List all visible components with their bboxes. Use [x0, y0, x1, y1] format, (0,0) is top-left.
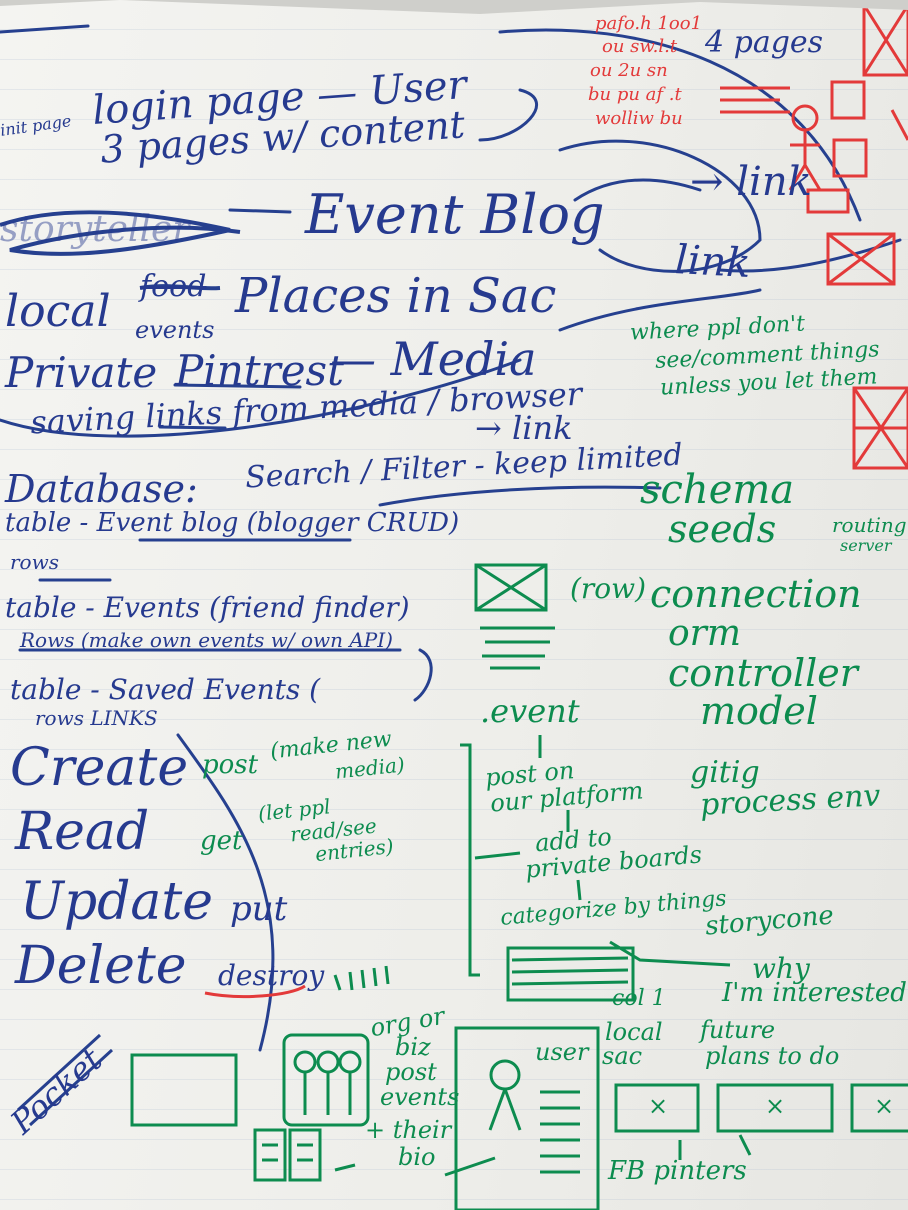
events-note-text: events [380, 1083, 460, 1111]
rows-text-1: rows [10, 550, 59, 574]
post-text: post [202, 750, 259, 780]
event-text: .event [480, 692, 580, 730]
storyteller-text: storyteller [0, 209, 190, 250]
media-text: — Media [330, 332, 537, 386]
destroy-text: destroy [218, 959, 325, 992]
x-mark-2: × [765, 1092, 786, 1120]
link-text-2: link [673, 237, 752, 287]
schema-text: schema [640, 467, 795, 513]
local-sac-text-1: local [605, 1018, 663, 1046]
red-note-1: pafo.h 1oo1 [595, 13, 703, 34]
biz-text: biz [395, 1033, 431, 1061]
crud-update-text: Update [20, 872, 214, 932]
local-text: local [5, 286, 111, 337]
pintrest-text: Pintrest [175, 346, 344, 395]
controller-text: controller [668, 651, 858, 695]
server-text: server [840, 536, 892, 555]
events-text: events [135, 316, 215, 344]
future-text-2: plans to do [705, 1042, 840, 1070]
x-mark-3: × [874, 1092, 895, 1120]
bio-text: bio [398, 1143, 436, 1171]
crud-create-text: Create [10, 738, 189, 798]
red-note-2: ou sw.l.t [602, 36, 678, 57]
table-events-text: table - Events (friend finder) [5, 591, 410, 624]
post-note-text: post [385, 1058, 437, 1086]
orm-text: orm [668, 613, 742, 654]
event-blog-text: Event Blog [305, 183, 605, 246]
table-event-blog-text: table - Event blog (blogger CRUD) [5, 508, 460, 538]
seeds-text: seeds [668, 507, 777, 551]
rows-links-text: rows LINKS [35, 706, 158, 730]
link-text-1: → link [690, 159, 812, 205]
red-note-5: wolliw bu [595, 108, 683, 129]
red-note-3: ou 2u sn [590, 60, 668, 81]
why-text: why [752, 952, 810, 985]
four-pages-text: 4 pages [705, 25, 824, 60]
connection-text: connection [650, 572, 862, 616]
routing-text: routing [832, 513, 907, 537]
link-text-3: → link [475, 409, 573, 447]
interested-text: I'm interested [722, 978, 907, 1008]
food-text: food [140, 269, 207, 304]
crud-delete-text: Delete [15, 936, 187, 996]
future-text-1: future [700, 1016, 776, 1044]
crud-read-text: Read [15, 802, 150, 862]
user-text: user [535, 1038, 589, 1066]
put-text: put [230, 889, 288, 929]
database-text: Database: [5, 467, 198, 511]
local-sac-text-2: sac [602, 1042, 643, 1070]
their-text: + their [365, 1116, 452, 1144]
x-mark-1: × [648, 1092, 669, 1120]
red-note-4: bu pu af .t [588, 84, 682, 105]
places-in-sac-text: Places in Sac [235, 268, 557, 324]
get-text: get [200, 826, 243, 856]
rows-api-text: Rows (make own events w/ own API) [20, 628, 393, 652]
model-text: model [700, 689, 818, 733]
gitig-text: gitig [690, 755, 760, 790]
col1-text: col 1 [612, 986, 666, 1011]
row-text: (row) [570, 572, 647, 605]
fb-pinters-text: FB pinters [608, 1156, 747, 1186]
private-text: Private [5, 348, 158, 397]
table-saved-text: table - Saved Events ( [10, 673, 321, 706]
